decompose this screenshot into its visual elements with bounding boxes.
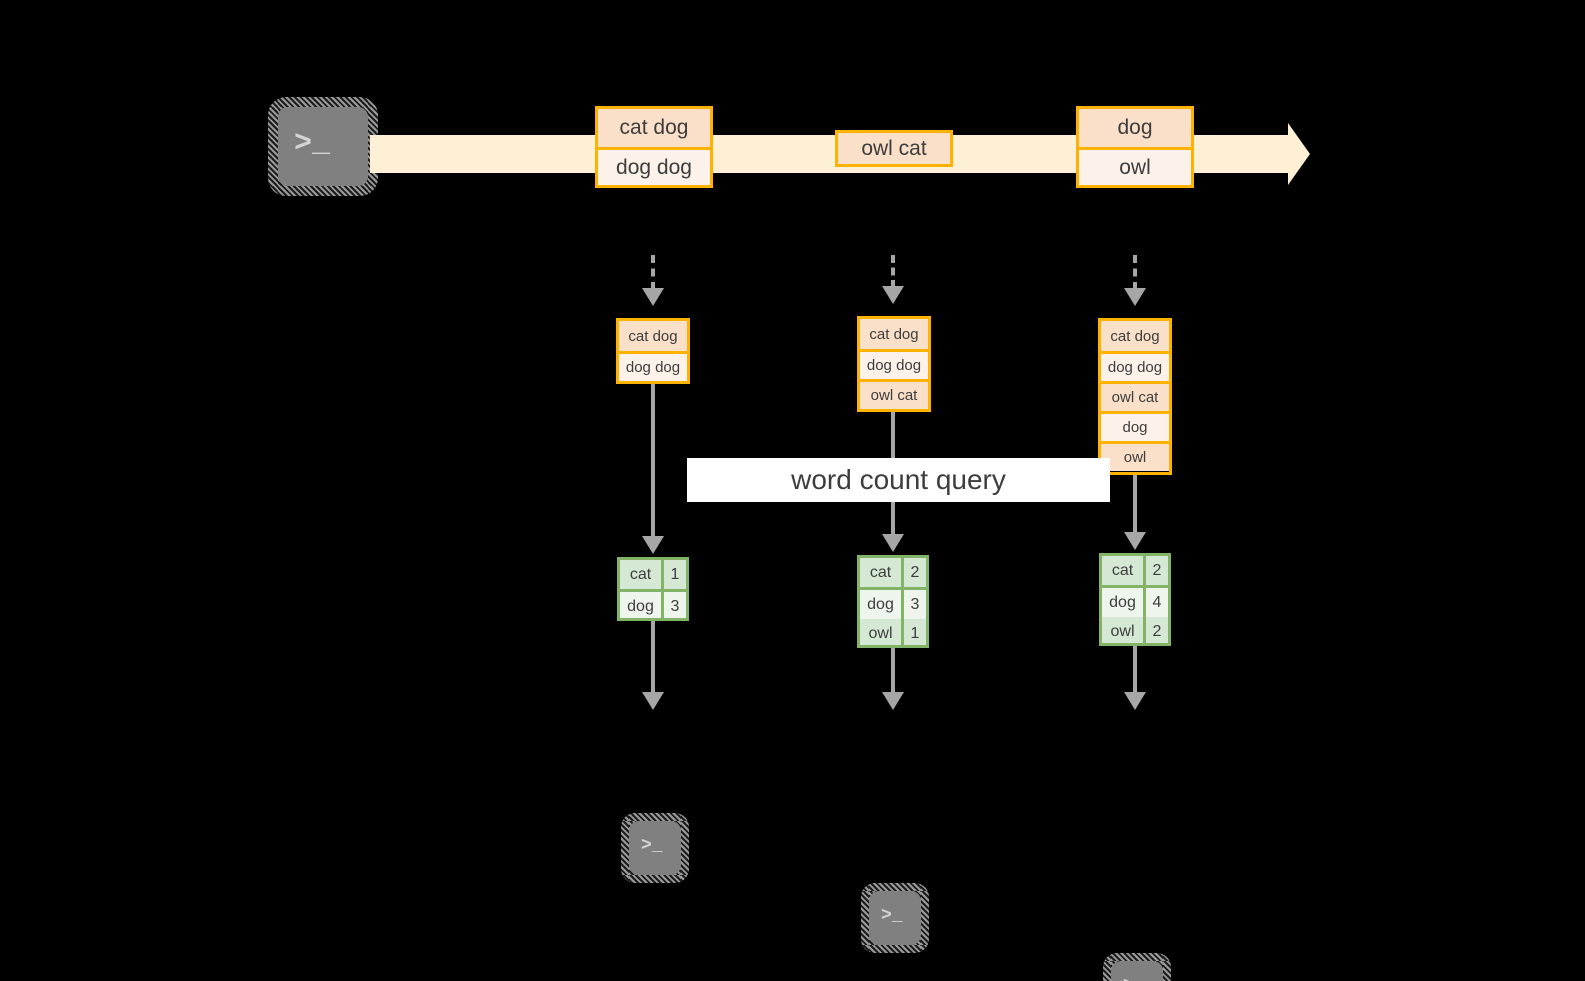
stream-batch-3: dog owl — [1076, 106, 1194, 188]
stage-1-sink-connector — [651, 621, 655, 693]
terminal-prompt: >_ — [881, 906, 903, 926]
stage-1-sink-arrowhead — [642, 692, 664, 710]
result-count: 3 — [661, 592, 686, 618]
result-row: cat 1 — [620, 560, 686, 589]
stage-3-sink-arrowhead — [1124, 692, 1146, 710]
stage-1-input-table: cat dog dog dog — [616, 318, 690, 384]
input-row: cat dog — [860, 319, 928, 349]
stage-2-dashed-arrowhead — [882, 286, 904, 304]
result-row: cat 2 — [860, 558, 926, 587]
stage-2-dashed-connector — [891, 255, 895, 288]
stage-2-query-arrowhead — [882, 534, 904, 552]
terminal-prompt: >_ — [1123, 977, 1145, 981]
result-count: 1 — [661, 560, 686, 589]
result-row: dog 4 — [1102, 585, 1168, 617]
terminal-screen — [869, 891, 921, 945]
result-row: owl 2 — [1102, 614, 1168, 643]
stage-1-dashed-connector — [651, 255, 655, 290]
stage-3-result-table: cat 2 dog 4 owl 2 — [1099, 553, 1171, 646]
result-word: dog — [620, 592, 661, 618]
query-banner-label: word count query — [791, 464, 1006, 495]
input-row: cat dog — [1101, 321, 1169, 351]
result-row: dog 3 — [620, 589, 686, 618]
input-row: owl — [1101, 441, 1169, 471]
stream-record: cat dog — [598, 109, 710, 147]
input-row: owl cat — [860, 379, 928, 409]
input-row: dog dog — [619, 351, 687, 381]
result-word: cat — [620, 560, 661, 589]
input-row: dog — [1101, 411, 1169, 441]
stage-3-query-connector — [1133, 475, 1137, 535]
query-banner: word count query — [687, 458, 1110, 502]
stage-1-sink-terminal-icon: >_ — [621, 813, 689, 883]
stream-record: dog dog — [598, 147, 710, 185]
stream-batch-1: cat dog dog dog — [595, 106, 713, 188]
result-count: 2 — [1143, 556, 1168, 585]
stream-record: owl — [1079, 147, 1191, 185]
stage-1-result-table: cat 1 dog 3 — [617, 557, 689, 621]
result-word: dog — [1102, 588, 1143, 617]
result-count: 4 — [1143, 588, 1168, 617]
stage-3-dashed-arrowhead — [1124, 288, 1146, 306]
stage-3-input-table: cat dog dog dog owl cat dog owl — [1098, 318, 1172, 475]
result-count: 1 — [901, 619, 926, 645]
result-row: dog 3 — [860, 587, 926, 619]
terminal-screen — [278, 107, 368, 186]
result-count: 2 — [901, 558, 926, 587]
result-count: 2 — [1143, 617, 1168, 643]
result-word: cat — [860, 558, 901, 587]
stage-3-sink-terminal-icon: >_ — [1103, 953, 1171, 981]
input-row: dog dog — [860, 349, 928, 379]
result-row: owl 1 — [860, 616, 926, 645]
terminal-prompt: >_ — [294, 127, 331, 161]
stage-1-dashed-arrowhead — [642, 288, 664, 306]
stage-3-query-arrowhead — [1124, 532, 1146, 550]
source-terminal-icon: >_ — [268, 97, 378, 196]
stage-1-query-arrowhead — [642, 536, 664, 554]
stage-3-sink-connector — [1133, 646, 1137, 693]
stage-3-dashed-connector — [1133, 255, 1137, 290]
stream-arrowhead — [1288, 123, 1310, 185]
stage-2-input-table: cat dog dog dog owl cat — [857, 316, 931, 412]
terminal-screen — [1111, 961, 1163, 981]
terminal-prompt: >_ — [641, 836, 663, 856]
input-row: dog dog — [1101, 351, 1169, 381]
stage-2-result-table: cat 2 dog 3 owl 1 — [857, 555, 929, 648]
input-row: cat dog — [619, 321, 687, 351]
stream-record: dog — [1079, 109, 1191, 147]
result-word: owl — [860, 619, 901, 645]
result-word: cat — [1102, 556, 1143, 585]
stage-2-sink-connector — [891, 648, 895, 693]
result-count: 3 — [901, 590, 926, 619]
input-row: owl cat — [1101, 381, 1169, 411]
stream-record: owl cat — [838, 133, 950, 164]
result-row: cat 2 — [1102, 556, 1168, 585]
result-word: dog — [860, 590, 901, 619]
stage-1-query-connector — [651, 384, 655, 539]
result-word: owl — [1102, 617, 1143, 643]
stage-2-sink-arrowhead — [882, 692, 904, 710]
stage-2-sink-terminal-icon: >_ — [861, 883, 929, 953]
terminal-screen — [629, 821, 681, 875]
stream-batch-2: owl cat — [835, 130, 953, 167]
